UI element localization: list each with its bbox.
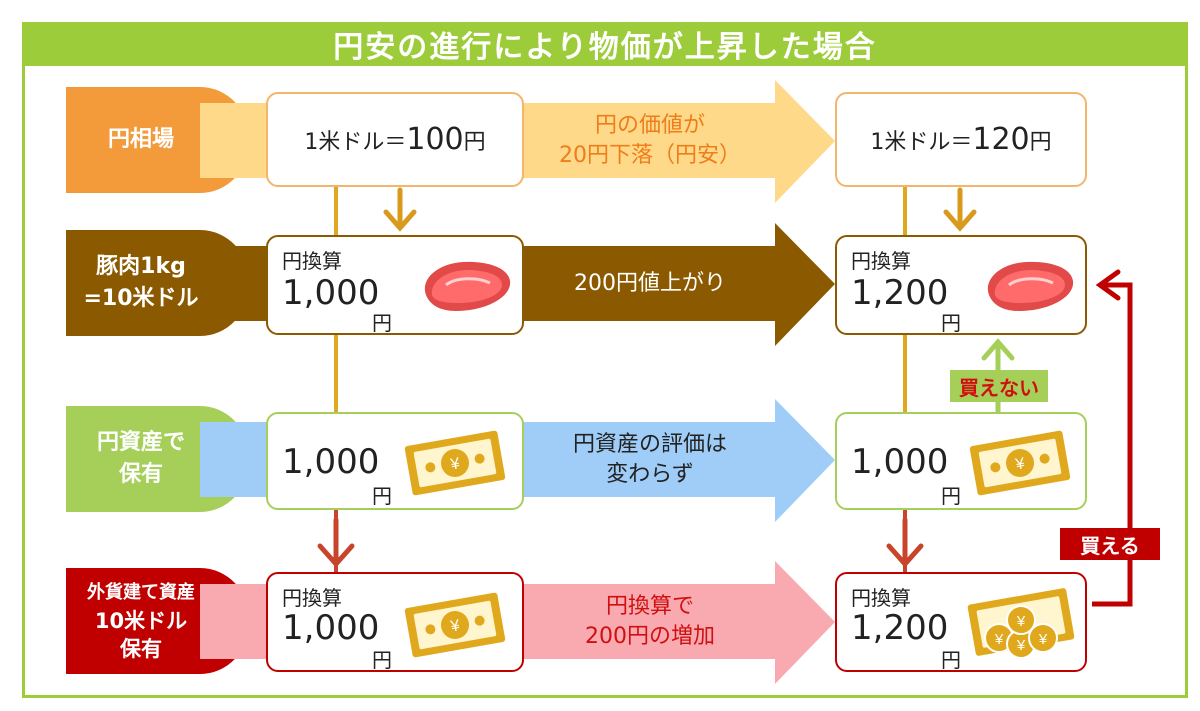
right-pork-yen: 円: [941, 311, 961, 335]
left-yen-asset-yen: 円: [372, 484, 392, 508]
svg-text:¥: ¥: [448, 455, 461, 473]
arrow-foreign-line2: 200円の増加: [585, 624, 715, 649]
can-buy-tag: 買える: [1060, 528, 1160, 560]
arrow-yen: [522, 399, 835, 522]
left-foreign-amount: 1,000: [282, 608, 380, 648]
left-foreign-label: 円換算: [282, 586, 342, 610]
svg-text:¥: ¥: [1038, 631, 1048, 648]
can-buy-text: 買える: [1080, 533, 1140, 558]
arrow-yen-text: 円資産の評価は 変わらず: [530, 430, 770, 490]
arrow-rate: [522, 80, 835, 203]
page-title: 円安の進行により物価が上昇した場合: [333, 30, 877, 65]
left-foreign-yen: 円: [372, 648, 392, 672]
svg-text:¥: ¥: [994, 631, 1004, 648]
cannot-buy-tag: 買えない: [950, 370, 1048, 402]
left-pork-box: 円換算 1,000 円: [266, 235, 524, 335]
left-pork-label: 円換算: [282, 249, 342, 273]
coins-icon: ¥ ¥ ¥ ¥: [967, 588, 1075, 659]
row-label-rate: 円相場: [66, 87, 216, 193]
arrow-foreign-line1: 円換算で: [605, 594, 694, 619]
right-foreign-label: 円換算: [851, 586, 911, 610]
down-arrow-right-3: [886, 517, 924, 568]
cannot-buy-text: 買えない: [959, 375, 1039, 400]
row-label-pork-line1: 豚肉1kg: [96, 254, 186, 279]
band-foreign: [200, 584, 270, 659]
arrow-rate-line2: 20円下落（円安）: [559, 143, 741, 168]
meat-icon: [424, 261, 511, 311]
banknote-icon: ¥: [404, 592, 506, 658]
arrow-pork-line: 200円値上がり: [574, 271, 726, 296]
right-yen-asset-yen: 円: [941, 484, 961, 508]
arrow-pork: [522, 223, 835, 346]
left-rate-suffix: 円: [463, 129, 486, 155]
left-yen-asset-amount: 1,000: [282, 442, 380, 482]
svg-text:¥: ¥: [448, 617, 461, 635]
left-yen-asset-box: 1,000 円 ¥: [266, 412, 524, 510]
right-foreign-yen: 円: [941, 648, 961, 672]
title-bar: 円安の進行により物価が上昇した場合: [22, 22, 1188, 66]
row-label-foreign-line2: 10米ドル: [94, 609, 188, 633]
left-foreign-asset-box: 円換算 1,000 円 ¥: [266, 572, 524, 672]
down-arrow-right-1: [943, 187, 977, 232]
right-rate-prefix: 1米ドル＝: [870, 129, 973, 155]
band-yen: [200, 422, 270, 497]
svg-text:¥: ¥: [1016, 637, 1026, 654]
left-rate-prefix: 1米ドル＝: [304, 129, 407, 155]
right-rate-value: 120: [972, 122, 1030, 157]
right-foreign-amount: 1,200: [851, 608, 949, 648]
row-label-foreign-asset: 外貨建て資産 10米ドル 保有: [66, 568, 216, 674]
banknote-icon: ¥: [404, 430, 506, 496]
left-pork-amount: 1,000: [282, 273, 380, 313]
svg-text:¥: ¥: [1013, 455, 1026, 473]
right-rate-suffix: 円: [1029, 129, 1052, 155]
down-arrow-left-1: [383, 187, 417, 232]
right-yen-asset-amount: 1,000: [851, 442, 949, 482]
band-pork: [200, 246, 270, 321]
row-label-yen-line2: 保有: [118, 462, 163, 487]
right-pork-amount: 1,200: [851, 273, 949, 313]
banknote-icon: ¥: [969, 430, 1071, 496]
arrow-rate-text: 円の価値が 20円下落（円安）: [530, 111, 770, 171]
row-label-foreign-line3: 保有: [120, 637, 162, 661]
row-label-foreign-line1: 外貨建て資産: [87, 582, 195, 603]
down-arrow-left-3: [317, 517, 355, 568]
row-label-rate-text: 円相場: [107, 127, 174, 152]
arrow-rate-line1: 円の価値が: [594, 113, 705, 138]
loop-arrow-can-buy: [1092, 269, 1133, 607]
right-foreign-asset-box: 円換算 1,200 円 ¥ ¥ ¥ ¥: [835, 572, 1087, 672]
right-yen-asset-box: 1,000 円 ¥: [835, 412, 1087, 510]
arrow-yen-line1: 円資産の評価は: [572, 432, 727, 457]
row-label-pork: 豚肉1kg =10米ドル: [66, 230, 216, 336]
right-pork-box: 円換算 1,200 円: [835, 235, 1087, 335]
meat-icon: [987, 261, 1074, 311]
right-pork-label: 円換算: [851, 249, 911, 273]
arrow-pork-text: 200円値上がり: [530, 269, 770, 299]
row-label-yen-asset: 円資産で 保有: [66, 406, 216, 512]
row-label-yen-line1: 円資産で: [96, 430, 185, 455]
left-pork-yen: 円: [372, 311, 392, 335]
row-label-pork-line2: =10米ドル: [83, 286, 199, 311]
svg-text:¥: ¥: [1016, 613, 1026, 630]
arrow-foreign-text: 円換算で 200円の増加: [530, 592, 770, 652]
arrow-yen-line2: 変わらず: [606, 462, 694, 487]
arrow-foreign: [522, 561, 835, 684]
left-rate-value: 100: [406, 122, 464, 157]
band-rate: [200, 103, 270, 178]
